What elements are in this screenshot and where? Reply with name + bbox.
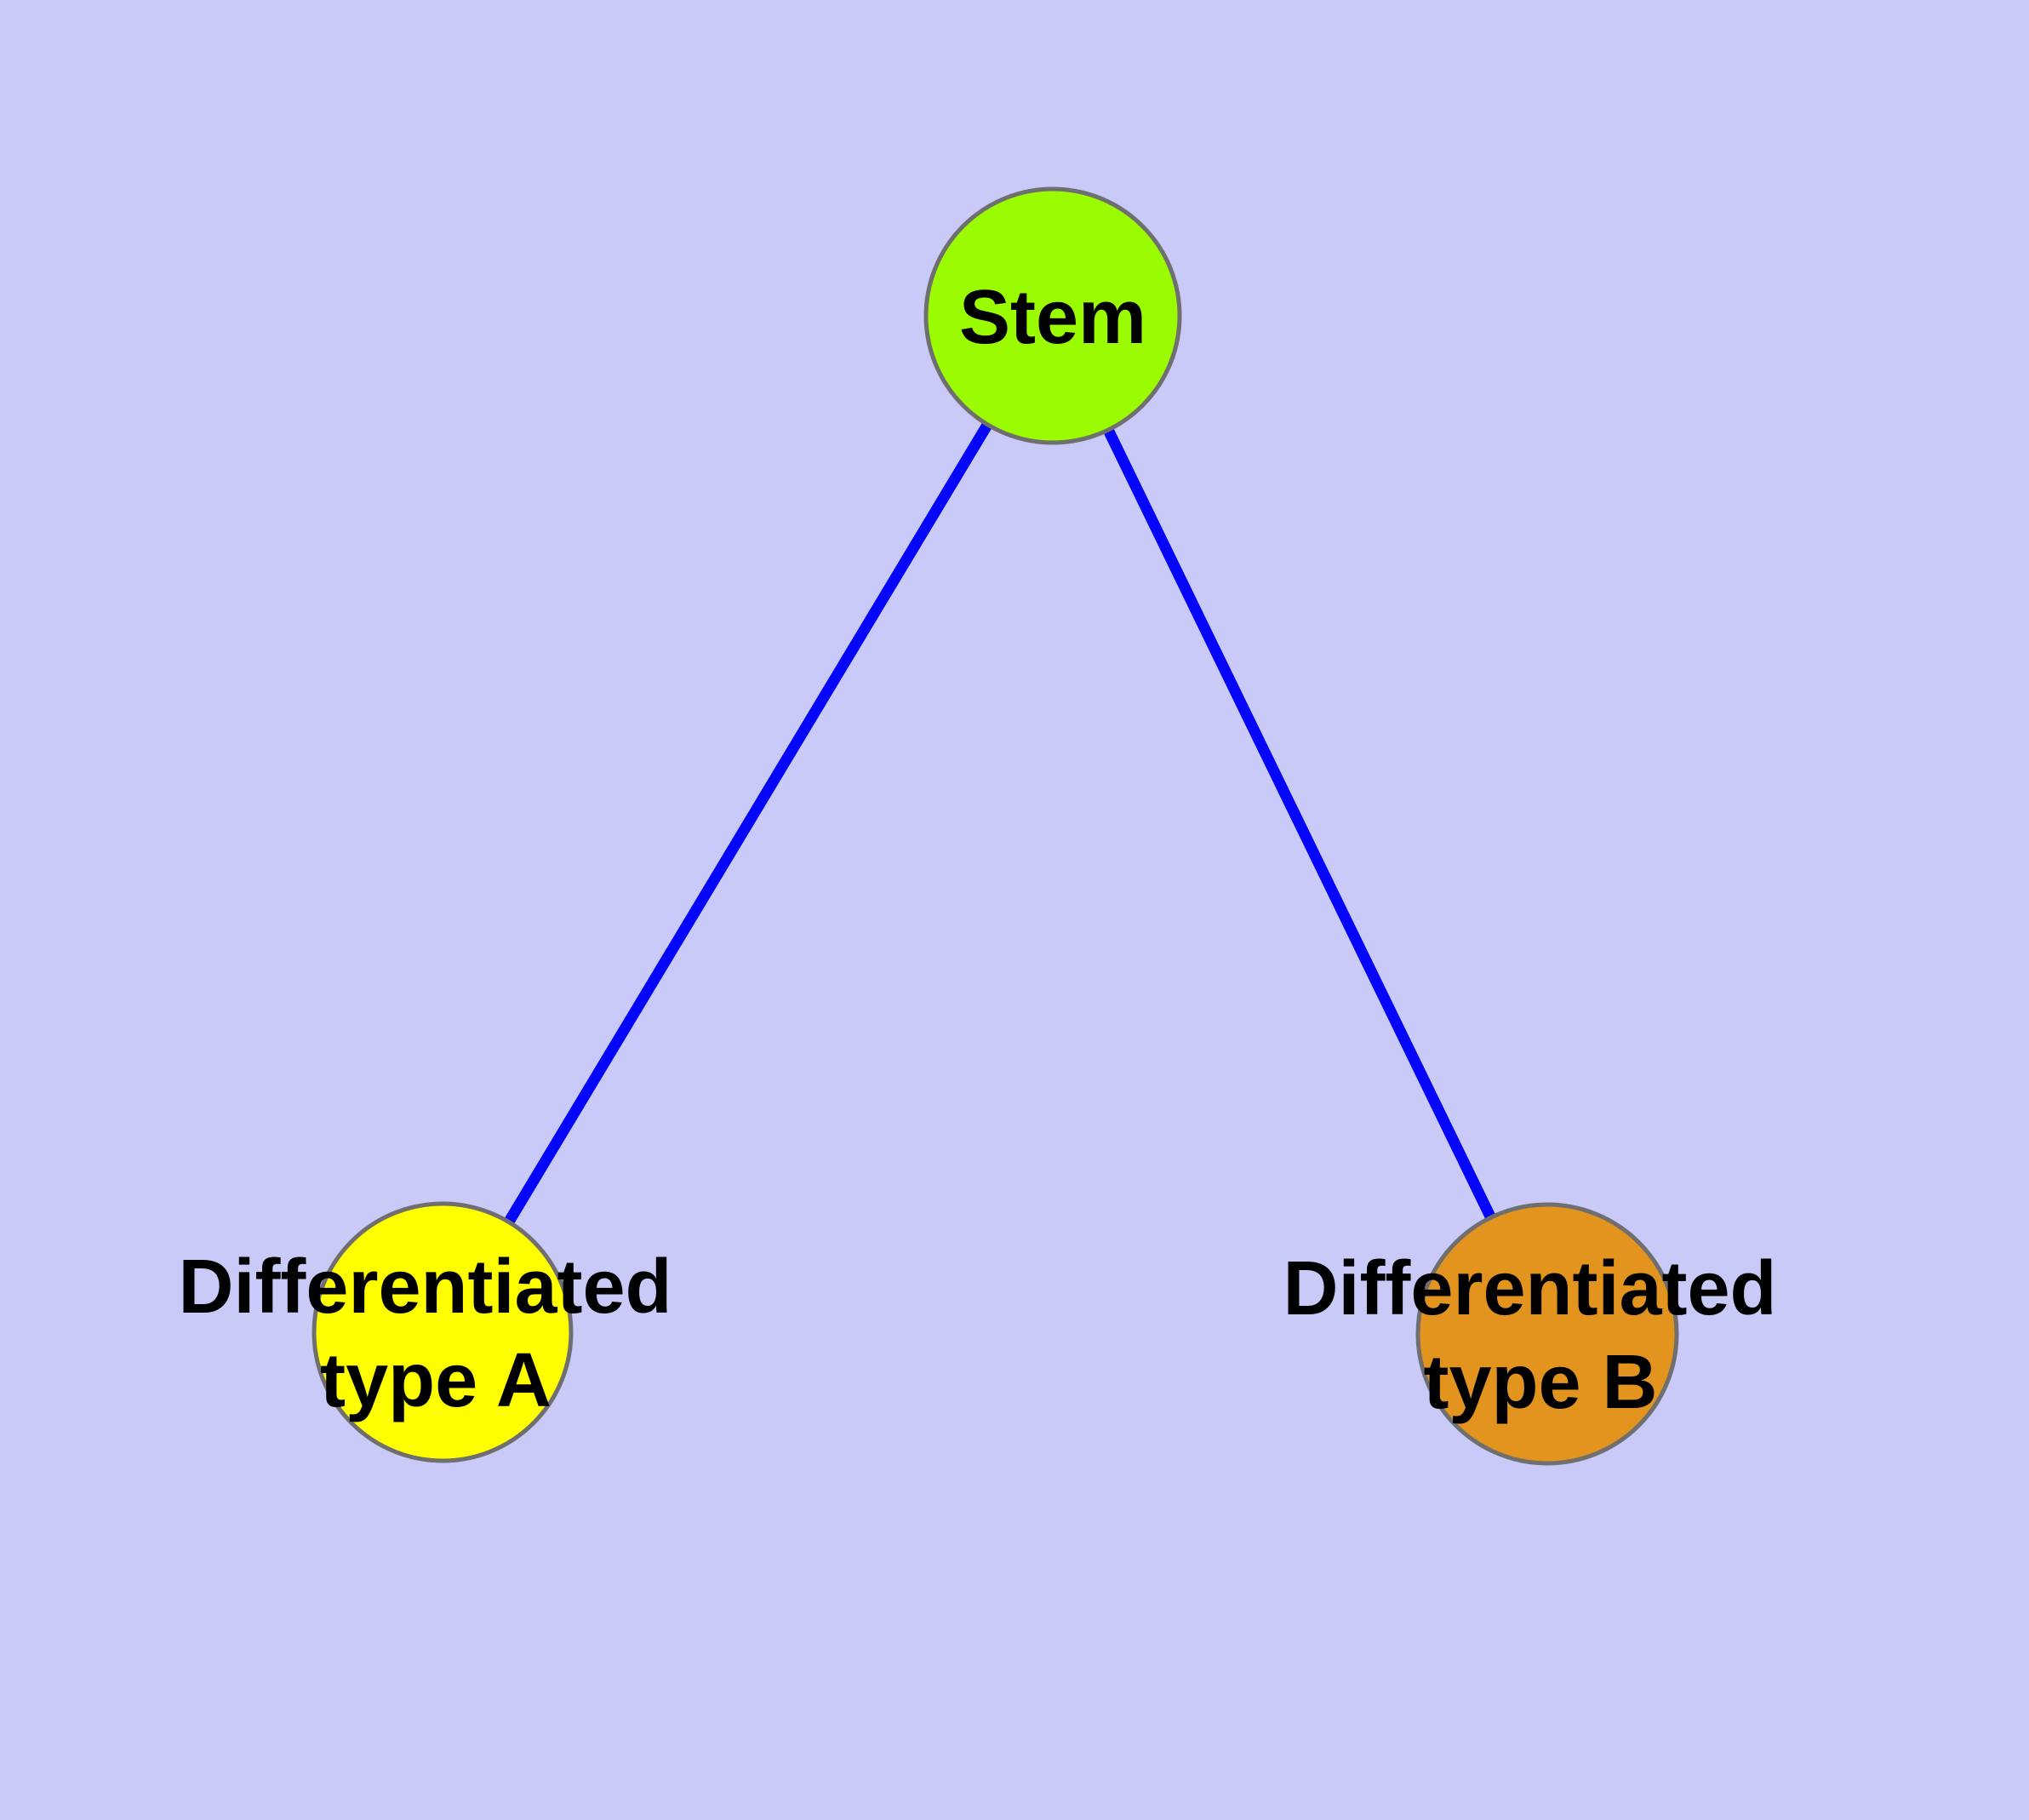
node-type-a-label-line1: Differentiated — [178, 1245, 672, 1330]
node-type-a-label: Differentiated type A — [178, 1245, 693, 1423]
node-stem-label: Stem — [959, 275, 1146, 360]
node-type-a-label-line2: type A — [320, 1338, 552, 1423]
node-type-b-label-line1: Differentiated — [1283, 1246, 1776, 1331]
node-type-a-circle — [311, 1201, 574, 1463]
edge-stem-to-type-a — [437, 312, 1058, 1336]
node-type-b-label-line2: type B — [1423, 1340, 1657, 1425]
node-stem-circle — [923, 186, 1182, 445]
node-type-b-label: Differentiated type B — [1283, 1246, 1798, 1425]
edge-stem-to-type-b — [1048, 313, 1552, 1336]
node-type-b-circle — [1415, 1202, 1679, 1466]
